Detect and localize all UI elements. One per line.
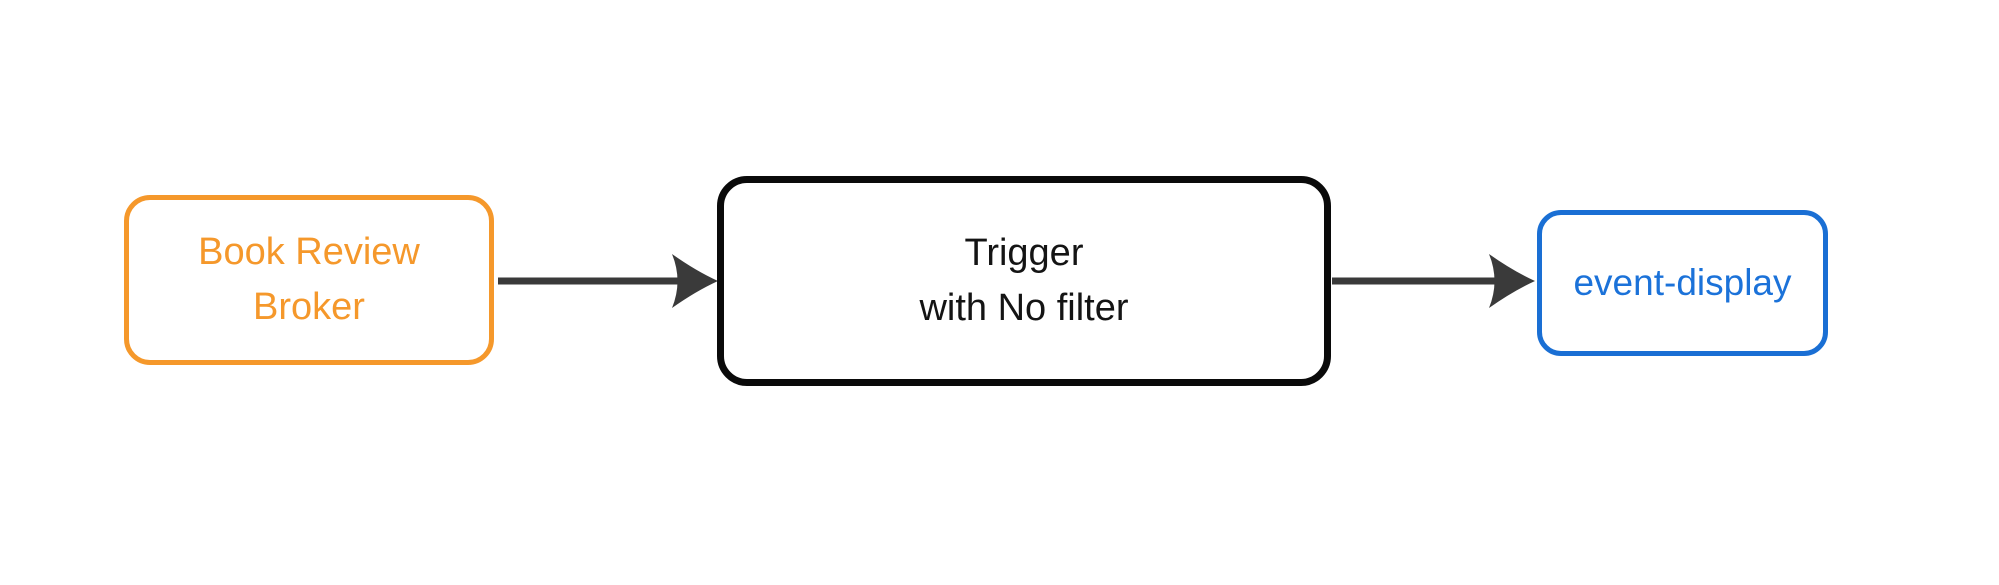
edge-trigger-to-event-display bbox=[1332, 254, 1535, 308]
node-label-line: event-display bbox=[1573, 262, 1792, 303]
node-label: Book Review Broker bbox=[198, 225, 420, 335]
node-label-line: Book Review bbox=[198, 231, 420, 273]
node-event-display: event-display bbox=[1537, 210, 1828, 356]
node-label-line: with No filter bbox=[919, 287, 1129, 329]
arrowhead-icon bbox=[672, 254, 718, 308]
node-label-line: Trigger bbox=[964, 232, 1084, 274]
arrowhead-icon bbox=[1489, 254, 1535, 308]
node-label: Trigger with No filter bbox=[919, 226, 1128, 336]
node-book-review-broker: Book Review Broker bbox=[124, 195, 494, 365]
node-trigger-with-no-filter: Trigger with No filter bbox=[717, 176, 1331, 386]
node-label-line: Broker bbox=[253, 286, 365, 328]
node-label: event-display bbox=[1573, 259, 1791, 307]
edge-broker-to-trigger bbox=[498, 254, 718, 308]
